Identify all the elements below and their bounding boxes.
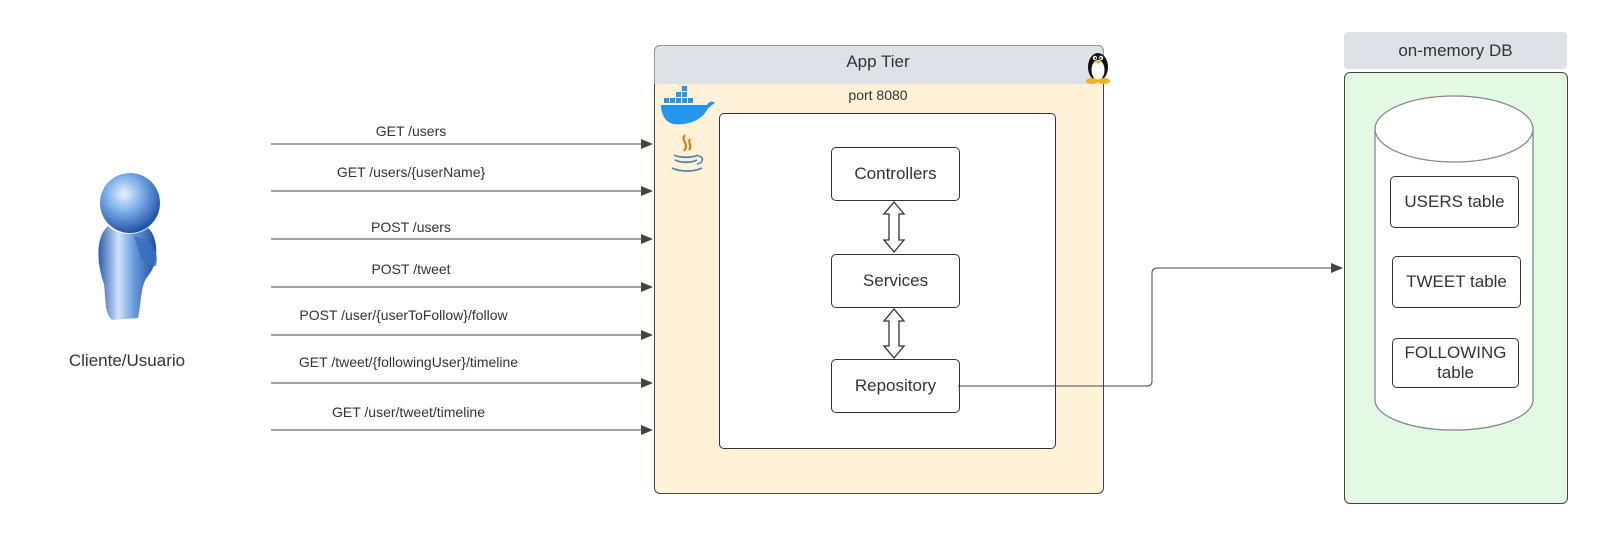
port-label: port 8080 <box>848 87 908 103</box>
endpoint-label-post-users: POST /users <box>371 219 451 235</box>
users-table-label: USERS table <box>1404 192 1505 211</box>
app-tier-header <box>654 45 1104 84</box>
tweet-table-box: TWEET table <box>1392 256 1521 308</box>
tweet-table-label: TWEET table <box>1406 272 1507 291</box>
endpoint-label-get-user-by-name: GET /users/{userName} <box>336 164 486 180</box>
controllers-label: Controllers <box>854 164 937 183</box>
repository-label: Repository <box>854 376 937 395</box>
endpoint-label-post-tweet: POST /tweet <box>371 261 451 277</box>
services-box: Services <box>831 254 960 308</box>
db-header: on-memory DB <box>1344 32 1567 69</box>
users-table-box: USERS table <box>1390 176 1519 228</box>
endpoint-label-get-users: GET /users <box>375 123 447 139</box>
repository-box: Repository <box>831 359 960 413</box>
controllers-box: Controllers <box>831 147 960 201</box>
following-table-label: FOLLOWING table <box>1404 342 1507 382</box>
client-label: Cliente/Usuario <box>68 351 186 370</box>
endpoint-label-get-following-timeline: GET /tweet/{followingUser}/timeline <box>298 354 519 370</box>
services-label: Services <box>862 271 929 290</box>
endpoint-arrows <box>271 139 653 435</box>
endpoint-label-get-user-tweet-timeline: GET /user/tweet/timeline <box>331 404 486 420</box>
db-title: on-memory DB <box>1398 40 1513 60</box>
endpoint-label-post-follow: POST /user/{userToFollow}/follow <box>299 307 508 323</box>
following-table-box: FOLLOWING table <box>1392 338 1519 388</box>
app-tier-title: App Tier <box>846 52 910 71</box>
